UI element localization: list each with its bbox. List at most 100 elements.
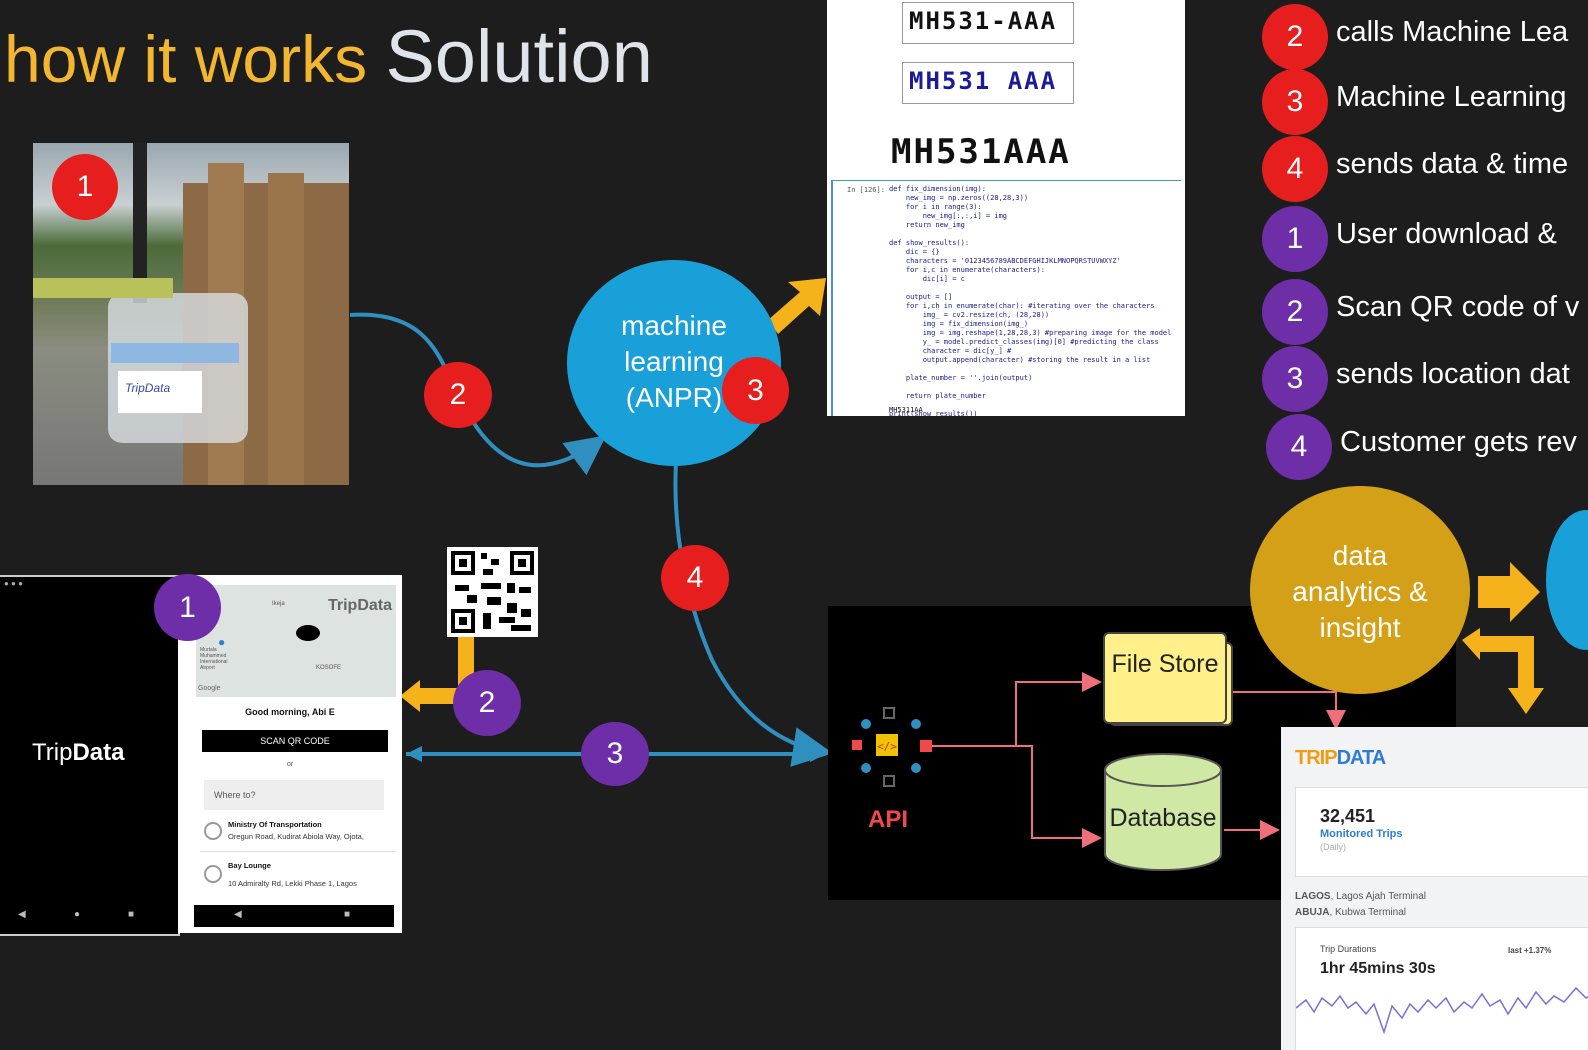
splash-brand-a: Trip <box>32 739 73 766</box>
metric-label: Monitored Trips <box>1320 828 1403 840</box>
yellow-arrow-ml-to-code <box>768 278 826 334</box>
database-label: Database <box>1109 804 1217 832</box>
durations-card: Trip Durations last +1.37% 1hr 45mins 30… <box>1295 927 1588 1050</box>
recents-nav-icon[interactable]: ■ <box>344 909 351 920</box>
qr-code-pattern <box>451 551 534 633</box>
legend-badge: 3 <box>1262 346 1328 412</box>
terminal-1-name: , Lagos Ajah Terminal <box>1330 891 1426 902</box>
durations-value: 1hr 45mins 30s <box>1320 960 1436 977</box>
durations-sparkline <box>1296 986 1588 1035</box>
phone-splash-screen: ● ● ● TripData ◀ ● ■ <box>0 575 180 936</box>
place-name: Ministry Of Transportation <box>228 820 322 829</box>
step-badge-red-1: 1 <box>52 154 118 220</box>
place-pin-icon <box>204 822 222 840</box>
analytics-node: data analytics & insight <box>1250 486 1470 694</box>
legend-badge: 1 <box>1262 206 1328 272</box>
legend-badge: 2 <box>1262 279 1328 345</box>
legend-text: sends data & time <box>1336 148 1569 180</box>
plate-image-1: MH531-AAA <box>902 2 1074 44</box>
durations-change: last +1.37% <box>1508 946 1552 955</box>
terminal-2-name: , Kubwa Terminal <box>1329 907 1406 918</box>
plate-image-2: MH531 AAA <box>902 62 1074 104</box>
photo-sign-text: TripData <box>125 381 171 395</box>
step-badge-purple-2: 2 <box>453 670 521 736</box>
cars-cluster-icon <box>296 625 320 641</box>
map-view[interactable]: TripData Ikeja Murtala Muhammed Internat… <box>196 585 396 697</box>
back-nav-icon[interactable]: ◀ <box>234 909 242 920</box>
plate-text-2: MH531 AAA <box>909 67 1058 95</box>
ml-node-label: machine learning (ANPR) <box>621 310 727 413</box>
legend-text: Scan QR code of v <box>1336 291 1580 323</box>
where-to-input[interactable]: Where to? <box>204 780 384 810</box>
dashboard-logo: TRIPDATA <box>1295 747 1386 769</box>
map-label-kosofe: KOSOFE <box>316 665 342 671</box>
title-main: Solution <box>385 15 653 98</box>
database-cylinder <box>1104 753 1222 871</box>
app-brand: TripData <box>327 597 392 614</box>
arrow-ml-to-api <box>673 461 833 767</box>
metric-card: 32,451 Monitored Trips (Daily) <box>1295 787 1588 877</box>
anpr-code-screenshot: MH531-AAA MH531 AAA MH531AAA In [126]: d… <box>827 0 1185 416</box>
map-label-ikeja: Ikeja <box>272 601 285 607</box>
back-nav-icon[interactable]: ◀ <box>18 909 26 920</box>
greeting: Good morning, Abi E <box>245 707 335 717</box>
splash-brand: TripData <box>32 739 124 767</box>
file-store-node: File Store <box>1103 632 1227 724</box>
legend-badge: 4 <box>1266 414 1332 480</box>
durations-label: Trip Durations <box>1320 944 1377 954</box>
analytics-node-label: data analytics & insight <box>1292 540 1428 643</box>
database-node: Database <box>1103 752 1223 872</box>
terminal-1-city: LAGOS <box>1295 891 1331 902</box>
android-nav-bar: ◀ ■ <box>194 905 394 927</box>
google-logo: Google <box>198 685 221 692</box>
yellow-arrow-analytics-right <box>1478 562 1540 622</box>
step-badge-red-2: 2 <box>424 362 492 428</box>
legend-text: Customer gets rev <box>1340 426 1577 458</box>
recents-nav-icon[interactable]: ■ <box>128 909 135 920</box>
phone-app-screen: TripData Ikeja Murtala Muhammed Internat… <box>178 575 402 933</box>
step-badge-purple-3: 3 <box>581 722 649 786</box>
file-store-label: File Store <box>1111 650 1219 678</box>
terminal-2-city: ABUJA <box>1295 907 1330 918</box>
plate-text-1: MH531-AAA <box>909 7 1058 35</box>
metric-sub: (Daily) <box>1320 842 1346 852</box>
code-cell-label: In [126]: <box>847 186 885 194</box>
location-pin-icon: ● <box>218 635 226 649</box>
title-prefix: how it works <box>4 22 368 96</box>
ml-node: machine learning (ANPR) <box>567 260 781 466</box>
device-photo: TripData <box>33 143 349 485</box>
splash-brand-b: Data <box>72 739 125 766</box>
map-label-airport: Murtala Muhammed International Airport <box>200 647 228 671</box>
yellow-arrow-analytics-down <box>1462 628 1544 714</box>
legend-badge: 2 <box>1262 4 1328 70</box>
place-name: Bay Lounge <box>228 861 271 870</box>
device-photo-art <box>33 143 349 485</box>
code-block: def fix_dimension(img): new_img = np.zer… <box>889 185 1172 416</box>
place-address: Oregun Road, Kudirat Abiola Way, Ojota, <box>228 832 364 841</box>
or-divider: or <box>286 761 294 768</box>
legend-badge: 3 <box>1262 69 1328 135</box>
status-bar-icons: ● ● ● <box>4 579 23 588</box>
api-label: API <box>868 806 909 833</box>
metric-value: 32,451 <box>1320 806 1376 826</box>
dashboard-preview: TRIPDATA 32,451 Monitored Trips (Daily) … <box>1281 727 1588 1050</box>
scan-qr-button[interactable]: SCAN QR CODE <box>202 730 388 752</box>
legend-text: calls Machine Lea <box>1336 16 1569 48</box>
step-badge-purple-1: 1 <box>154 574 221 641</box>
terminal-2: ABUJA, Kubwa Terminal <box>1295 907 1406 918</box>
plate-text-segmented: MH531AAA <box>891 132 1071 172</box>
qr-code <box>447 547 538 637</box>
architecture-lines: </> <box>852 672 1346 848</box>
legend-badge: 4 <box>1262 136 1328 202</box>
step-badge-red-4: 4 <box>661 545 729 611</box>
svg-text:</>: </> <box>877 740 897 753</box>
place-address: 10 Admiralty Rd, Lekki Phase 1, Lagos <box>228 879 357 888</box>
terminal-1: LAGOS, Lagos Ajah Terminal <box>1295 891 1426 902</box>
legend-text: User download & <box>1336 218 1557 250</box>
slide-title: how it works Solution <box>4 14 653 99</box>
home-nav-icon[interactable]: ● <box>74 909 81 920</box>
place-pin-icon <box>204 865 222 883</box>
step-badge-red-3: 3 <box>722 357 789 424</box>
legend-text: sends location dat <box>1336 358 1570 390</box>
code-output: MH5311AA <box>889 406 923 414</box>
